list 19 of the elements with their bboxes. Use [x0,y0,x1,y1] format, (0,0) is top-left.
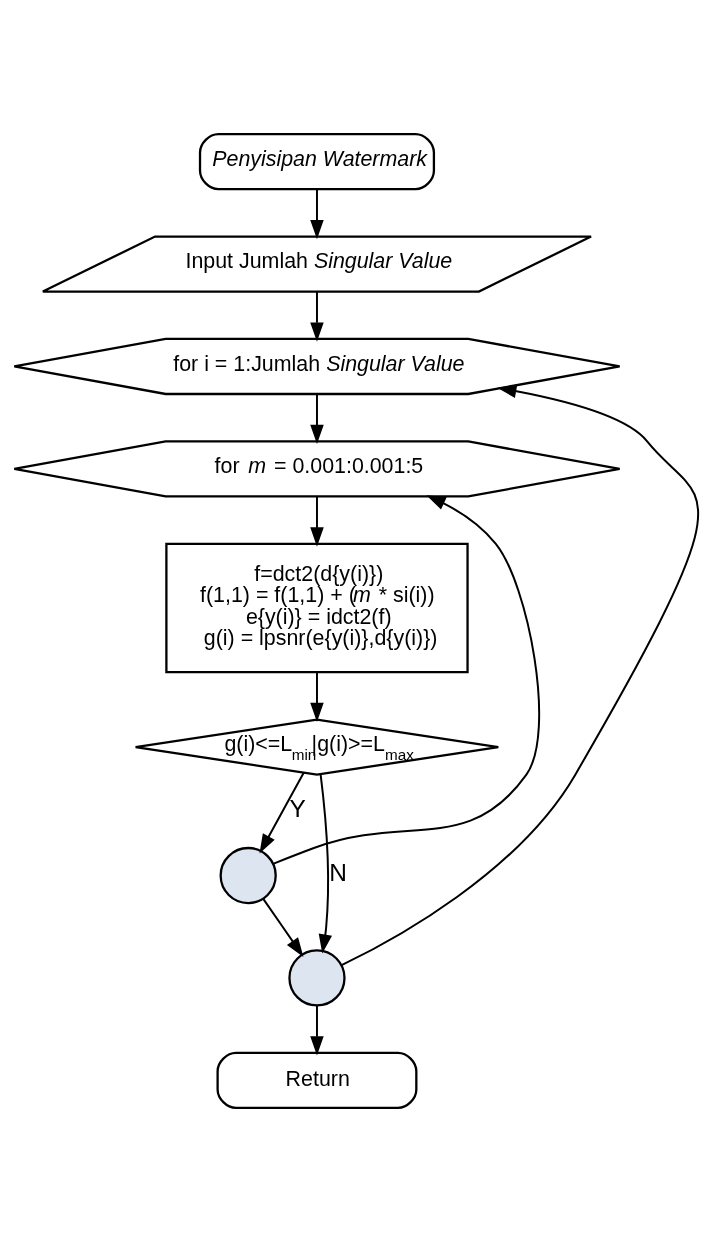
arrow [310,495,324,547]
arrow [310,670,324,722]
arrow [259,771,305,853]
arrow [310,1004,324,1056]
node-diamond: g(i)<=L$_{min}$|g(i)>=L$_{max}$ [134,717,500,776]
edge-label: N [329,858,347,886]
arrow [318,772,333,954]
edge-label: Y [289,794,306,822]
arrow [310,187,324,239]
node-circle [219,846,277,904]
node-circle [288,948,346,1007]
node-box: Return [216,1051,418,1109]
arrow [262,897,304,957]
arrow [340,384,700,966]
arrow [272,494,540,865]
node-box: Penyisipan Watermark [198,132,436,190]
node-box: f=dct2(d{y(i)}) f(1,1) = f(1,1) + (m * si(i)) e{y(i)} = idct2(f) g(i) = lpsnr(e{y(i)},d{y(i)}) [165,542,469,673]
arrow [310,290,324,342]
arrow [310,392,324,444]
